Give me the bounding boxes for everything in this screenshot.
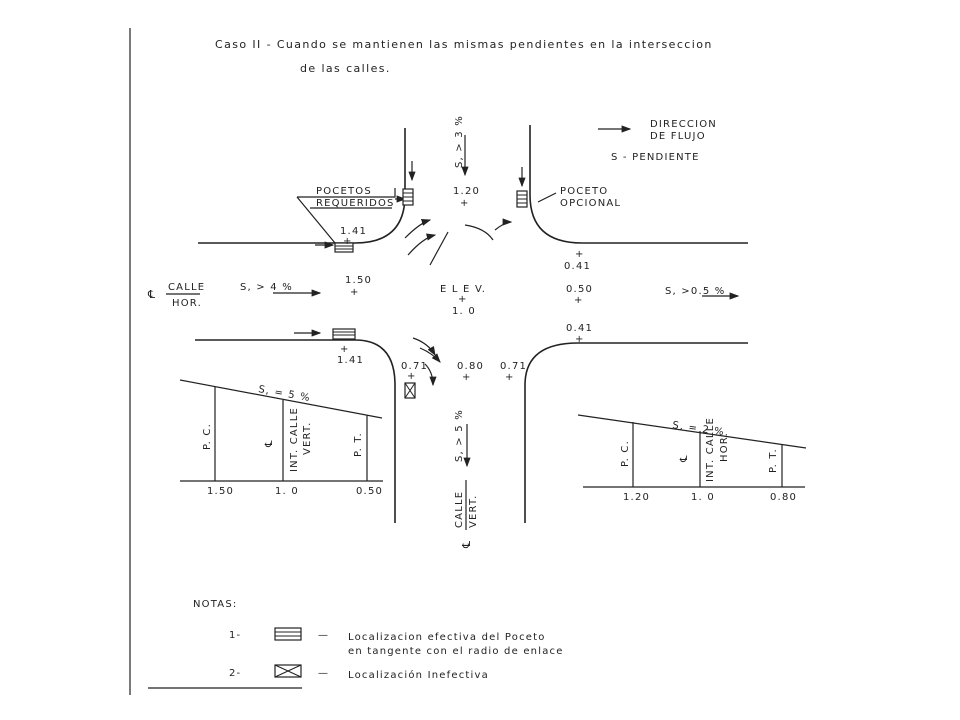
poceto-ineffective [404, 382, 416, 399]
flow-arrow-curve-1 [404, 218, 432, 239]
slope-bottom: S, > 5 % [454, 409, 465, 462]
slope-top: S, > 3 % [454, 115, 465, 168]
note-2-text: Localización Inefectiva [348, 669, 489, 681]
elev-0-50-plus: + [574, 295, 584, 306]
elev-1-41-bottom: 1.41 [337, 355, 364, 366]
profile-right-int: INT. CALLE [705, 417, 716, 482]
title-line-2: de las calles. [300, 62, 391, 75]
slope-left: S, > 4 % [240, 282, 293, 293]
curb-bottom-left [195, 339, 396, 523]
calle-vert-2: VERT. [468, 495, 479, 528]
elev-0-80: 0.80 [457, 361, 484, 372]
poceto-leader [537, 192, 557, 203]
legend-slope: S - PENDIENTE [611, 152, 700, 163]
profile-left-cl: ℄ [264, 439, 275, 448]
note-2-number: 2- [229, 668, 241, 679]
elev-label: E L E V. [440, 284, 486, 295]
note-2-symbol [274, 664, 302, 678]
elev-1-50-plus: + [350, 287, 360, 298]
profile-left-pt: P. T. [353, 432, 364, 457]
flow-arrow-curve-3 [494, 218, 513, 231]
elev-1-50: 1.50 [345, 275, 372, 286]
elev-0-71-left-plus: + [407, 371, 417, 382]
curb-top-right [529, 125, 748, 244]
profile-right-v3: 0.80 [770, 492, 797, 503]
flow-arrow-curve-5 [419, 347, 441, 363]
elev-1-41-top: 1.41 [340, 226, 367, 237]
elev-0-41-bottom: 0.41 [566, 323, 593, 334]
elev-0-71-right-plus: + [505, 372, 515, 383]
elev-0-41-top-plus: + [575, 249, 585, 260]
profile-left-int: INT. CALLE [289, 407, 300, 472]
calle-hor-1: CALLE [168, 282, 205, 293]
elev-plus: + [458, 294, 468, 305]
profile-right-pt: P. T. [768, 448, 779, 473]
poceto-bottom-left [332, 328, 356, 340]
note-1-text-1: Localizacion efectiva del Poceto [348, 632, 546, 643]
calle-hor-2: HOR. [172, 298, 202, 309]
poceto-label-2: OPCIONAL [560, 198, 621, 209]
pocetos-label-1: POCETOS [316, 186, 372, 197]
center-arc-left [429, 231, 449, 266]
note-2-dash: — [318, 668, 329, 679]
elev-1-20-plus: + [460, 198, 470, 209]
curb-top-left [198, 128, 406, 244]
elev-0-80-plus: + [462, 372, 472, 383]
cl-hor-symbol: ℄ [147, 288, 156, 301]
profile-right-v2: 1. 0 [691, 492, 715, 503]
elev-1-20: 1.20 [453, 186, 480, 197]
profile-right-cl: ℄ [679, 454, 690, 463]
note-1-number: 1- [229, 630, 241, 641]
flow-arrow-curve-2 [407, 233, 437, 256]
flow-arrow-curve-6 [424, 363, 437, 387]
note-1-text-2: en tangente con el radio de enlace [348, 646, 564, 657]
pocetos-label-2: REQUERIDOS [316, 198, 395, 209]
profile-left-int2: VERT. [302, 422, 313, 455]
curb-bottom-right [524, 342, 748, 523]
legend-flow: DIRECCION [650, 119, 717, 130]
note-1-symbol [274, 627, 302, 641]
calle-vert-1: CALLE [454, 491, 465, 528]
profile-left: S, = 5 % P. C. ℄ INT. CALLE VERT. P. T. … [179, 379, 383, 497]
poceto-label-1: POCETO [560, 186, 608, 197]
elev-0-71-left: 0.71 [401, 361, 428, 372]
notes-header: NOTAS: [193, 599, 237, 610]
elev-1-41-bottom-plus: + [340, 344, 350, 355]
slope-right: S, >0.5 % [665, 286, 725, 297]
legend-flow-2: DE FLUJO [650, 131, 706, 142]
profile-right-v1: 1.20 [623, 492, 650, 503]
profile-left-slope: S, = 5 % [257, 384, 311, 404]
center-arc-right [464, 224, 494, 241]
profile-left-pc: P. C. [202, 423, 213, 450]
elev-1-41-top-plus: + [343, 236, 353, 247]
profile-left-v3: 0.50 [356, 486, 383, 497]
profile-right-int2: HOR. [719, 432, 730, 462]
profile-left-v2: 1. 0 [275, 486, 299, 497]
elev-0-41-top: 0.41 [564, 261, 591, 272]
elev-0-50: 0.50 [566, 284, 593, 295]
cl-vert-symbol: ℄ [460, 540, 473, 549]
profile-left-v1: 1.50 [207, 486, 234, 497]
elev-0-41-bottom-plus: + [575, 334, 585, 345]
poceto-top-right [516, 190, 528, 208]
note-1-dash: — [318, 630, 329, 641]
profile-right-pc: P. C. [620, 440, 631, 467]
poceto-top-left [402, 188, 414, 206]
flow-arrow-curve-4 [412, 337, 436, 357]
elev-0-71-right: 0.71 [500, 361, 527, 372]
profile-right: S, = 2 % P. C. ℄ INT. CALLE HOR. P. T. 1… [577, 414, 807, 503]
pocetos-callout [296, 188, 396, 244]
poceto-left [334, 242, 354, 253]
profile-right-slope: S, = 2 % [672, 420, 726, 438]
elev-value: 1. 0 [452, 306, 476, 317]
title-line-1: Caso II - Cuando se mantienen las mismas… [215, 38, 713, 51]
